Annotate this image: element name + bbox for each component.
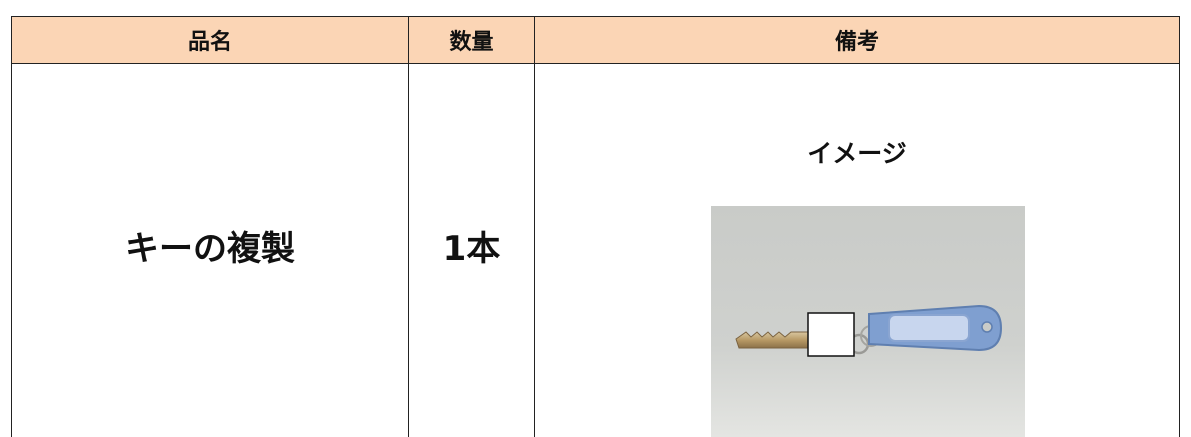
item-name: キーの複製 <box>125 229 295 269</box>
image-caption: イメージ <box>807 139 907 168</box>
key-photo <box>711 206 1025 437</box>
key-tag-label-window <box>888 314 970 342</box>
table-header-row: 品名 数量 備考 <box>11 16 1180 64</box>
table-row: キーの複製 1本 イメージ <box>11 63 1180 437</box>
quantity-cell: 1本 <box>408 63 535 437</box>
header-quantity: 数量 <box>408 16 535 64</box>
remarks-cell: イメージ <box>534 63 1180 437</box>
header-item-name: 品名 <box>11 16 409 64</box>
item-quantity: 1本 <box>442 229 501 269</box>
redaction-box <box>807 312 855 357</box>
key-tag-hole <box>981 321 993 333</box>
item-table: 品名 数量 備考 キーの複製 1本 イメージ <box>11 16 1180 437</box>
header-remarks: 備考 <box>534 16 1180 64</box>
item-name-cell: キーの複製 <box>11 63 409 437</box>
clipped-heading-fragment: ―― <box>0 0 300 10</box>
